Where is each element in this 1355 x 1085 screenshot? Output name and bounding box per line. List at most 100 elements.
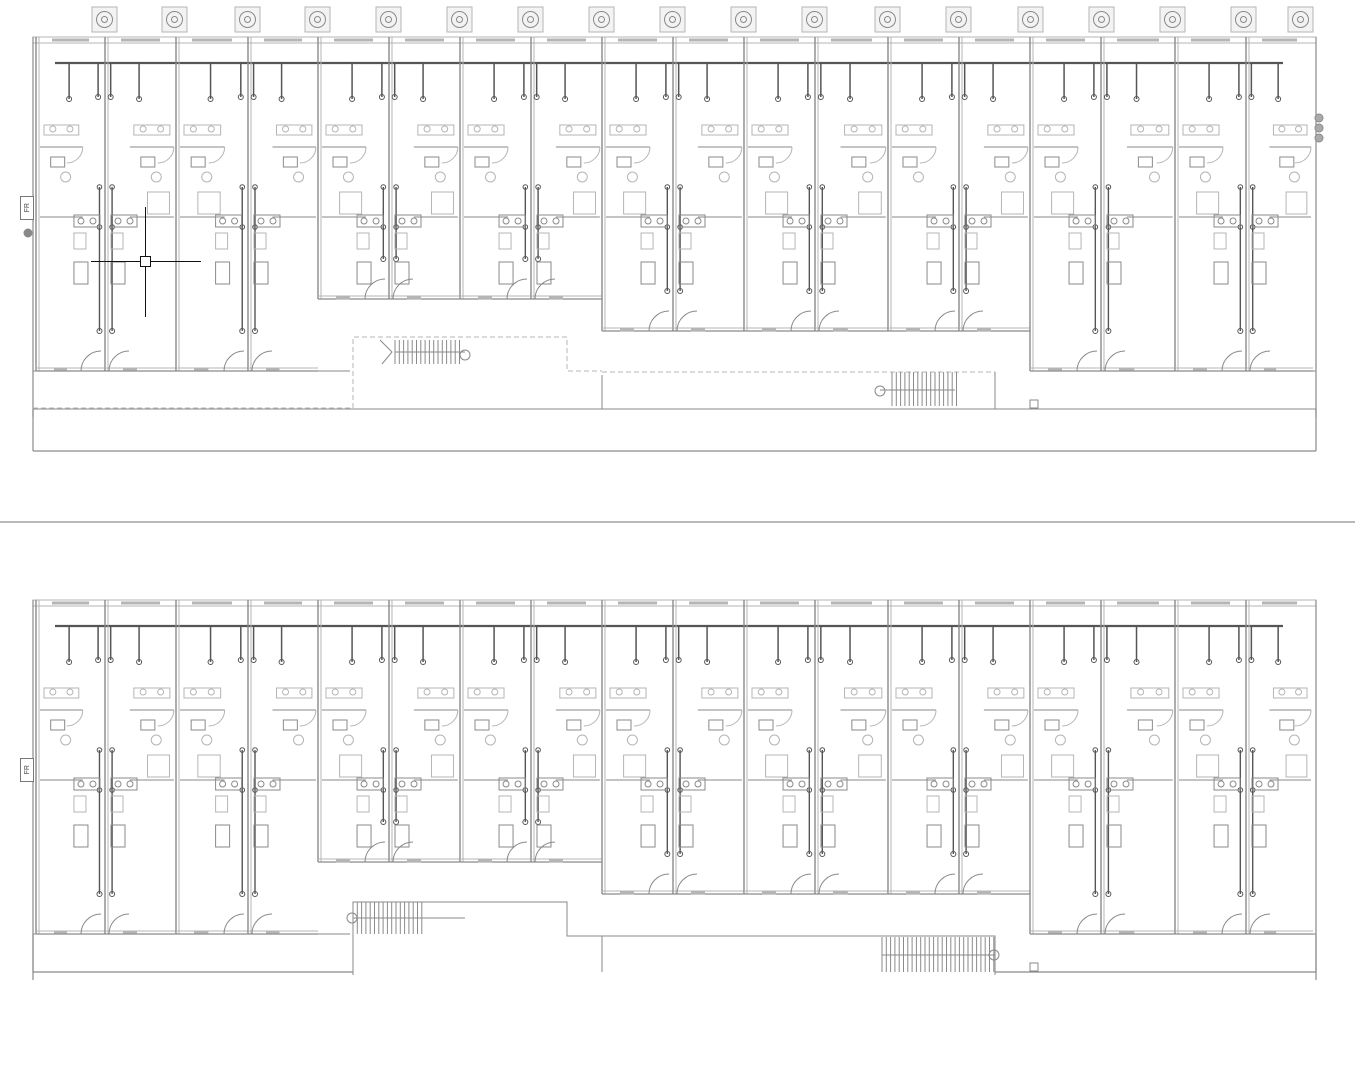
vanity [609,687,647,699]
sink-icon [1188,125,1196,133]
sink-icon [725,125,733,133]
sprinkler-head [95,94,102,100]
sprinkler-head [919,659,926,665]
sink-icon [491,688,499,696]
refrigerator-icon [253,824,269,848]
counter [1106,795,1120,813]
burner-icon [824,780,832,788]
bathtub-icon [623,754,647,778]
refrigerator-icon [964,261,980,285]
burner-icon [219,780,227,788]
sprinkler-head [819,851,826,857]
sprinkler-head [278,96,285,102]
sprinkler-head [420,96,427,102]
bathtub-icon [1000,754,1024,778]
vanity [844,124,883,136]
sink-icon [707,688,715,696]
rooftop-unit-icon [304,6,331,33]
door-swing [1206,146,1224,164]
cooktop-icon [536,214,564,228]
crosshair-cursor-icon [140,256,151,267]
column [1029,399,1039,409]
door-swing [633,146,651,164]
door-swing [223,913,245,935]
sprinkler-head [491,96,498,102]
sprinkler-head [1092,891,1099,897]
sprinkler-head [380,747,387,753]
toilet-icon [1199,171,1211,183]
sprinkler-head [250,94,257,100]
door-swing [506,841,528,863]
sink-icon [473,125,481,133]
sink-icon [441,125,449,133]
counter [356,795,370,813]
cooktop-icon [782,214,810,228]
sprinkler-head [96,184,103,190]
bathtub-icon [1285,191,1308,215]
stair-post [346,912,358,924]
toilet-icon [434,734,446,746]
cooktop-icon [678,777,706,791]
sink-icon [901,125,909,133]
door-swing [208,709,226,727]
rooftop-unit-icon [96,11,113,28]
counter [1106,232,1120,250]
sink-icon [1137,125,1145,133]
sprinkler-head [136,659,143,665]
door-swing [157,709,175,727]
sink-icon [901,688,909,696]
sprinkler-head [522,184,529,190]
vanity [133,687,171,699]
toilet-icon [718,734,730,746]
sink-icon [1278,125,1286,133]
burner-icon [502,780,510,788]
sprinkler-head [804,94,811,100]
sprinkler-head [948,657,955,663]
sink-icon [708,156,724,168]
sink-icon [207,688,215,696]
burner-icon [372,217,380,225]
door-swing [869,146,887,164]
sprinkler-head [662,94,669,100]
sink-icon [474,156,490,168]
toilet-icon [60,171,72,183]
toilet-icon [912,734,924,746]
cooktop-icon [498,777,526,791]
counter [253,232,267,250]
sprinkler-head [919,96,926,102]
sprinkler-head [775,96,782,102]
cooktop-icon [678,214,706,228]
sprinkler-head [250,657,257,663]
cooktop-icon [215,777,243,791]
refrigerator-icon [1251,261,1267,285]
sprinkler-head [533,94,540,100]
rooftop-unit-icon [309,11,326,28]
door-swing [223,350,245,372]
sprinkler-head [1061,659,1068,665]
door-swing [80,350,102,372]
refrigerator-icon [640,261,656,285]
sprinkler-head [252,891,258,897]
burner-icon [514,780,522,788]
burner-icon [89,217,97,225]
sprinkler-head [775,659,782,665]
door-swing [648,873,670,895]
counter [782,232,796,250]
rooftop-unit-icon [1098,16,1105,23]
rooftop-unit-icon [1169,16,1176,23]
sink-icon [424,156,440,168]
sink-icon [331,125,339,133]
sink-icon [299,125,307,133]
sprinkler-head [1248,94,1255,100]
door-swing [441,146,459,164]
refrigerator-icon [1251,824,1267,848]
rooftop-unit-icon [1240,16,1247,23]
refrigerator-icon [498,824,514,848]
refrigerator-icon [110,261,126,285]
door-swing [1011,146,1029,164]
sprinkler-head [675,657,682,663]
burner-icon [126,780,134,788]
door-swing [349,146,367,164]
